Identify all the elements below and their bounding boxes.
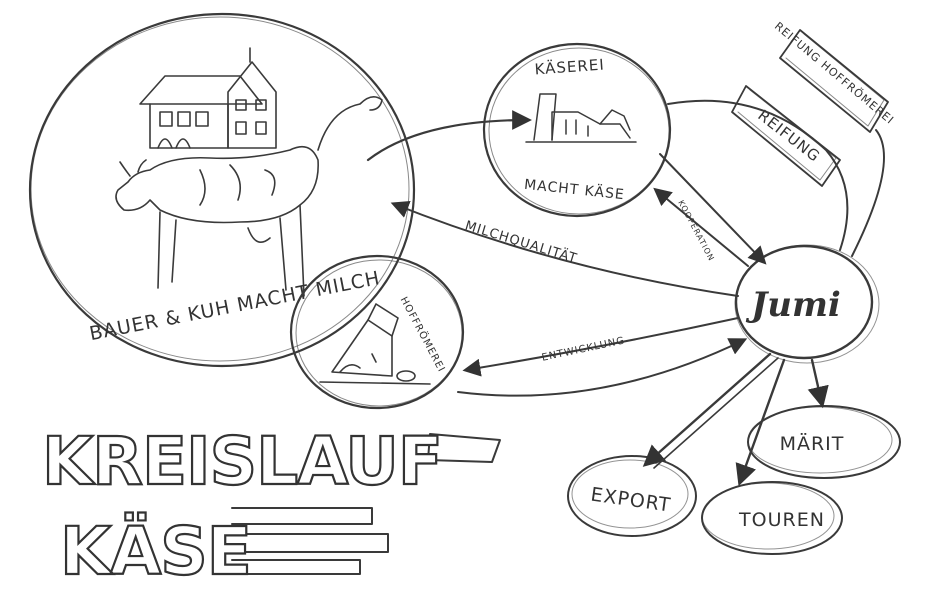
- tours-label: TOUREN: [738, 509, 825, 531]
- arrow-hub-cheese-development: ENTWICKLUNG: [458, 318, 744, 396]
- title-line-2: KÄSE: [60, 512, 251, 590]
- arrow-dairy-hub-cooperation: KOOPERATION: [656, 154, 764, 266]
- diagram-title: KREISLAUF KÄSE: [42, 423, 500, 590]
- ripening-2-label: REIFUNG HOFFRÖMEREI: [772, 20, 897, 127]
- cheese-label: HOFFRÖMEREI: [398, 294, 449, 374]
- tours-node: TOUREN: [702, 482, 842, 554]
- arrow-hub-to-market: [812, 360, 822, 404]
- cow-illustration: [116, 97, 382, 296]
- ripening-box-outer: REIFUNG HOFFRÖMEREI: [772, 20, 897, 132]
- cooperation-label: KOOPERATION: [676, 199, 716, 263]
- market-label: MÄRIT: [780, 432, 845, 455]
- ripening-1-label: REIFUNG: [754, 106, 823, 166]
- dairy-building-illustration: [526, 94, 636, 142]
- dairy-subtitle-label: MACHT KÄSE: [523, 175, 625, 203]
- jumi-label: Jumi: [745, 285, 841, 325]
- development-label: ENTWICKLUNG: [541, 335, 626, 363]
- arrow-farm-to-dairy: [368, 120, 528, 160]
- export-label: EXPORT: [589, 484, 672, 517]
- dairy-node: KÄSEREI MACHT KÄSE: [484, 44, 670, 216]
- milk-quality-label: MILCHQUALITÄT: [463, 217, 579, 266]
- title-line-1: KREISLAUF: [42, 423, 442, 500]
- dairy-title-label: KÄSEREI: [534, 55, 605, 79]
- farm-node: BAUER & KUH MACHT MILCH: [30, 14, 414, 366]
- export-node: EXPORT: [568, 456, 696, 536]
- market-node: MÄRIT: [748, 406, 900, 478]
- farmhouse-illustration: [140, 48, 276, 148]
- farm-label: BAUER & KUH MACHT MILCH: [88, 267, 382, 345]
- title-underline-bars: [232, 508, 388, 574]
- ripening-box-inner: REIFUNG: [732, 86, 840, 186]
- jumi-hub-node: Jumi: [735, 245, 879, 363]
